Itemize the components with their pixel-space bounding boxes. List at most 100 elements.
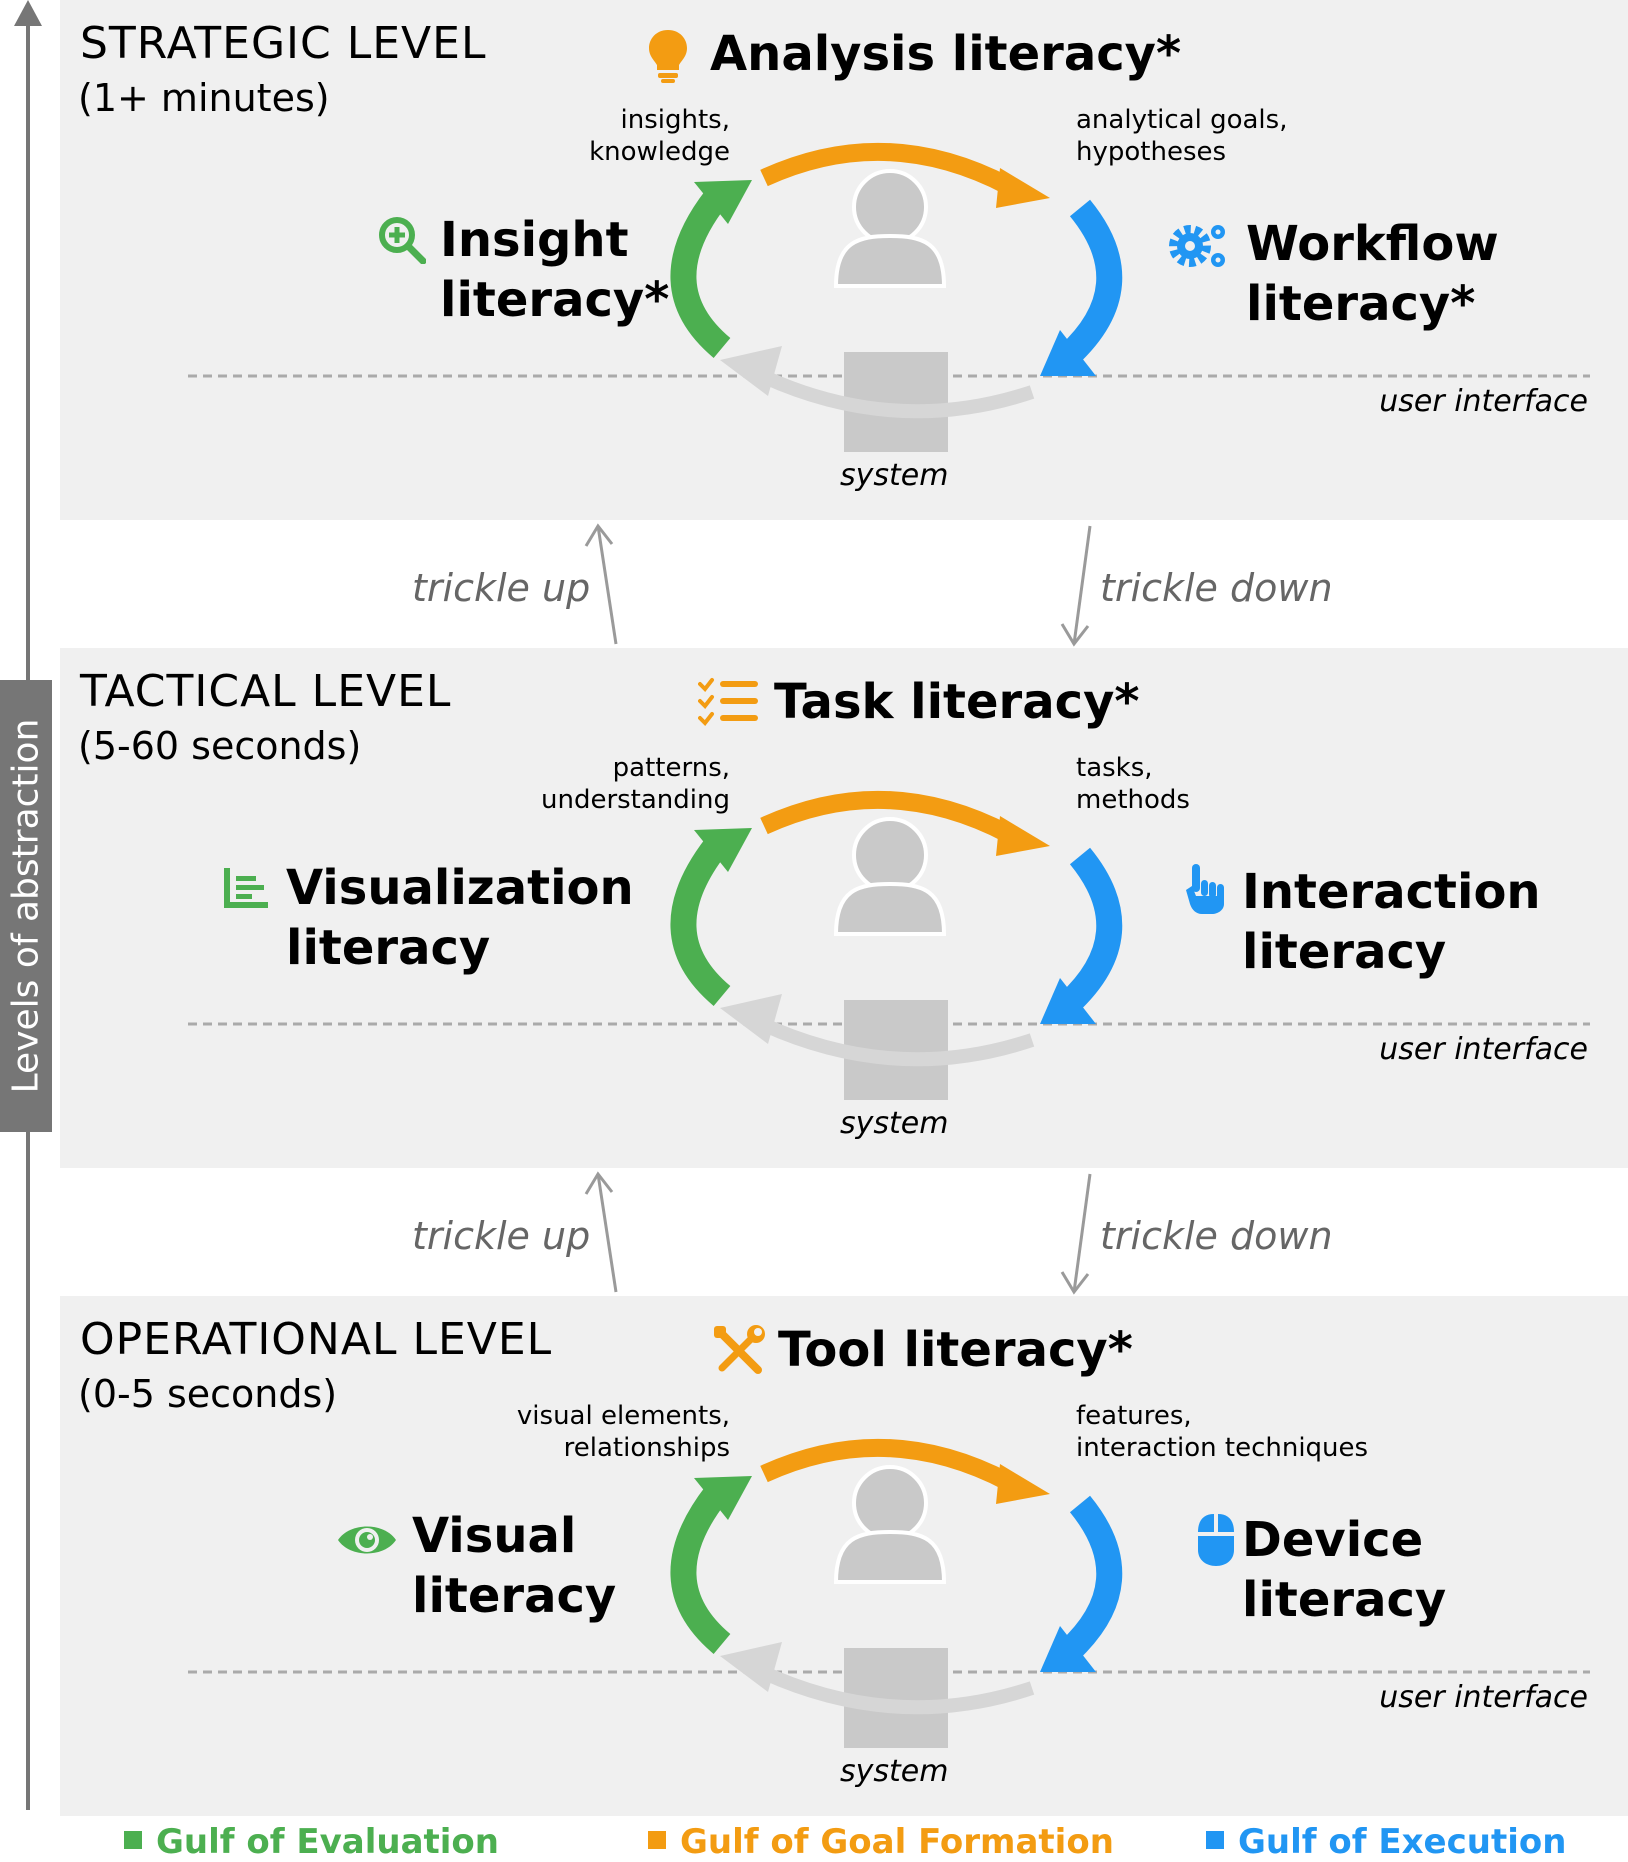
axis-arrowhead	[14, 0, 42, 26]
system-arc	[755, 367, 1035, 419]
axis-label-box	[0, 680, 52, 1132]
goal-formation-arrow	[760, 142, 1013, 194]
interaction-cycle	[188, 142, 1590, 452]
system-arc-head	[720, 1642, 782, 1692]
trickle-up-arrowhead	[584, 523, 614, 547]
legend-swatch	[648, 1831, 666, 1849]
evaluation-arrow	[670, 838, 731, 1006]
user-body	[833, 233, 947, 288]
literacy-line: Visual	[412, 1508, 577, 1564]
operational-level-panel: OPERATIONAL LEVEL (0-5 seconds) Tool lit…	[60, 1296, 1628, 1816]
tools-icon	[714, 1325, 765, 1374]
user-interface-label: user interface	[1379, 1680, 1588, 1715]
legend-label: Gulf of Goal Formation	[680, 1822, 1114, 1862]
interaction-cycle	[188, 790, 1590, 1100]
right-note: tasks, methods	[1076, 752, 1190, 816]
left-note-line: visual elements,	[516, 1401, 730, 1431]
lightbulb-icon	[649, 30, 687, 83]
goal-formation-arrowhead	[996, 168, 1050, 208]
workflow-literacy-label: Workflow literacy*	[1246, 214, 1499, 334]
evaluation-arrow	[670, 190, 731, 358]
interaction-literacy-label: Interaction literacy	[1242, 862, 1541, 982]
trickle-down-label: trickle down	[1100, 566, 1333, 610]
trickle-down-arrow	[1072, 525, 1092, 645]
insight-literacy-label: Insight literacy*	[440, 210, 669, 330]
user-head	[852, 817, 928, 893]
user-body	[833, 881, 947, 936]
system-arc-head	[720, 994, 782, 1044]
tool-literacy-label: Tool literacy*	[778, 1322, 1133, 1378]
left-note: patterns, understanding	[541, 752, 730, 816]
right-note-line: analytical goals,	[1076, 105, 1288, 135]
execution-arrow	[1059, 847, 1123, 1014]
legend-swatch	[124, 1831, 142, 1849]
right-note-line: features,	[1076, 1401, 1192, 1431]
left-note-line: knowledge	[589, 137, 730, 167]
system-label: system	[840, 1754, 949, 1789]
user-body	[833, 1529, 947, 1584]
right-note-line: hypotheses	[1076, 137, 1227, 167]
literacy-line: literacy	[1242, 924, 1447, 980]
execution-arrowhead	[1040, 1626, 1096, 1672]
trickle-down-arrowhead	[1060, 623, 1090, 647]
goal-formation-arrowhead	[996, 816, 1050, 856]
left-note: insights, knowledge	[589, 104, 730, 168]
tactical-level-panel: TACTICAL LEVEL (5-60 seconds) Task liter…	[60, 648, 1628, 1168]
gears-icon	[1169, 225, 1225, 267]
trickle-up-label: trickle up	[412, 566, 591, 610]
level-title: STRATEGIC LEVEL	[80, 18, 487, 69]
legend-item-goal-formation: Gulf of Goal Formation	[648, 1822, 1114, 1862]
trickle-up-label: trickle up	[412, 1214, 591, 1258]
visualization-literacy-label: Visualization literacy	[286, 858, 634, 978]
literacy-line: literacy	[286, 920, 491, 976]
magnifier-plus-icon	[379, 217, 426, 264]
legend-item-execution: Gulf of Execution	[1206, 1822, 1566, 1862]
legend-item-evaluation: Gulf of Evaluation	[124, 1822, 499, 1862]
literacy-line: Device	[1242, 1512, 1424, 1568]
left-note-line: patterns,	[612, 753, 730, 783]
interaction-cycle	[188, 1438, 1590, 1748]
system-label: system	[840, 1106, 949, 1141]
axis-label: Levels of abstraction	[5, 718, 47, 1094]
trickle-up-arrow	[596, 525, 618, 645]
left-note-line: understanding	[540, 785, 730, 815]
literacy-line: literacy*	[1246, 276, 1476, 332]
trickle-up-arrowhead	[584, 1171, 614, 1195]
level-title: TACTICAL LEVEL	[80, 666, 452, 717]
user-head	[852, 169, 928, 245]
goal-formation-arrowhead	[996, 1464, 1050, 1504]
goal-formation-arrow	[760, 1438, 1013, 1490]
evaluation-arrow	[670, 1486, 731, 1654]
right-note: analytical goals, hypotheses	[1076, 104, 1287, 168]
execution-arrow	[1059, 1495, 1123, 1662]
system-arc	[755, 1015, 1035, 1067]
pointing-hand-icon	[1186, 864, 1224, 914]
left-note-line: insights,	[620, 105, 730, 135]
strategic-level-panel: STRATEGIC LEVEL (1+ minutes) Analysis li…	[60, 0, 1628, 520]
device-literacy-label: Device literacy	[1242, 1510, 1446, 1630]
evaluation-arrowhead	[694, 828, 752, 872]
task-literacy-label: Task literacy*	[774, 674, 1140, 730]
literacy-line: literacy	[1242, 1572, 1447, 1628]
execution-arrowhead	[1040, 330, 1096, 376]
legend-label: Gulf of Evaluation	[156, 1822, 499, 1862]
left-note: visual elements, relationships	[517, 1400, 730, 1464]
visual-literacy-label: Visual literacy	[412, 1506, 616, 1626]
right-note: features, interaction techniques	[1076, 1400, 1368, 1464]
level-duration: (5-60 seconds)	[78, 724, 362, 768]
system-arc-head	[720, 346, 782, 396]
mouse-icon	[1198, 1514, 1234, 1566]
execution-arrowhead	[1040, 978, 1096, 1024]
literacy-line: Visualization	[286, 860, 634, 916]
literacy-line: literacy	[412, 1568, 617, 1624]
evaluation-arrowhead	[694, 1476, 752, 1520]
user-interface-label: user interface	[1379, 1032, 1588, 1067]
literacy-line: Interaction	[1242, 864, 1541, 920]
literacy-line: Workflow	[1246, 216, 1499, 272]
execution-arrow	[1059, 199, 1123, 366]
eye-icon	[338, 1526, 396, 1554]
system-arc	[755, 1663, 1035, 1715]
trickle-down-arrowhead	[1060, 1271, 1090, 1295]
literacy-line: literacy*	[440, 272, 670, 328]
trickle-down-label: trickle down	[1100, 1214, 1333, 1258]
